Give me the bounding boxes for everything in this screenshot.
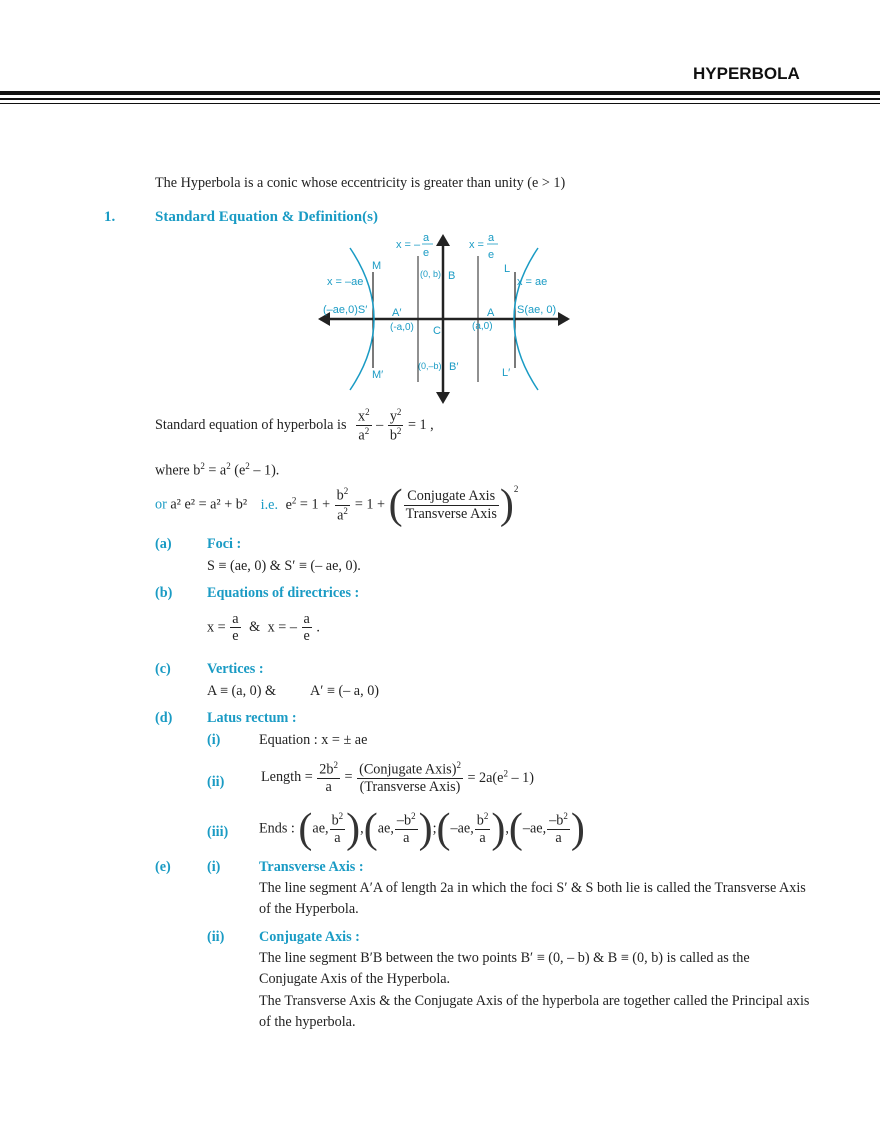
- hyperbola-figure: x = – a e x = a e M L x = –ae x = ae (0,…: [318, 232, 570, 404]
- hyperbola-right-branch: [513, 247, 539, 391]
- section-number: 1.: [104, 209, 116, 225]
- header-rule-2: [0, 98, 880, 100]
- standard-equation: Standard equation of hyperbola is x2 a2 …: [155, 407, 434, 444]
- intro-text: The Hyperbola is a conic whose eccentric…: [155, 175, 566, 191]
- label-B: B: [448, 270, 455, 282]
- y-axis-arrow-down: [436, 392, 450, 404]
- section-title: Standard Equation & Definition(s): [155, 209, 378, 225]
- header-rule-1: [0, 91, 880, 95]
- page-header-title: HYPERBOLA: [693, 64, 800, 83]
- item-d-marker: (d): [155, 710, 173, 726]
- item-e-ii-title: Conjugate Axis :: [259, 929, 360, 945]
- label-dir-left: x = –: [396, 239, 421, 251]
- label-dir-right-a: a: [488, 232, 495, 244]
- item-e-ii-text: The line segment B′B between the two poi…: [259, 950, 750, 987]
- label-B-coord: (0, b): [420, 269, 441, 279]
- label-M: M: [372, 260, 381, 272]
- item-a-text: S ≡ (ae, 0) & S′ ≡ (– ae, 0).: [207, 558, 361, 574]
- label-dir-right: x =: [469, 239, 484, 251]
- hyperbola-left-branch: [349, 247, 375, 391]
- label-M-prime: M′: [372, 369, 383, 381]
- label-A: A: [487, 307, 495, 319]
- item-e-ii-text2: The Transverse Axis & the Conjugate Axis…: [259, 993, 810, 1030]
- label-S: S(ae, 0): [517, 304, 556, 316]
- y-axis-arrow-up: [436, 234, 450, 246]
- x-axis-arrow-right: [558, 312, 570, 326]
- label-B-prime: B′: [449, 361, 458, 373]
- item-e-ii-marker: (ii): [207, 929, 225, 945]
- label-dir-right-e: e: [488, 249, 494, 261]
- label-A-prime-coord: (-a,0): [390, 322, 414, 333]
- item-d-i-text: Equation : x = ± ae: [259, 732, 368, 748]
- item-d-title: Latus rectum :: [207, 710, 297, 726]
- or-line: or a² e² = a² + b² i.e. e2 = 1 + b2 a2 =…: [155, 482, 519, 528]
- label-dir-left-a: a: [423, 232, 430, 244]
- item-a-marker: (a): [155, 536, 172, 552]
- label-S-prime: (–ae,0)S′: [323, 304, 367, 316]
- label-B-prime-coord: (0,–b): [418, 361, 442, 371]
- item-e-marker: (e): [155, 859, 171, 875]
- item-e-i-marker: (i): [207, 859, 221, 875]
- label-x-ae: x = ae: [517, 276, 547, 288]
- header-rule-3: [0, 103, 880, 104]
- item-c-text2: A′ ≡ (– a, 0): [310, 683, 380, 699]
- item-b-marker: (b): [155, 585, 173, 601]
- item-e-i-text: The line segment A′A of length 2a in whi…: [259, 880, 806, 917]
- label-dir-left-e: e: [423, 247, 429, 259]
- item-d-iii-marker: (iii): [207, 824, 229, 840]
- item-d-ii-marker: (ii): [207, 774, 225, 790]
- label-L-prime: L′: [502, 367, 510, 379]
- item-e-i-title: Transverse Axis :: [259, 859, 364, 875]
- label-x-neg-ae: x = –ae: [327, 276, 363, 288]
- label-C: C: [433, 325, 441, 337]
- x-axis-arrow-left: [318, 312, 330, 326]
- item-c-title: Vertices :: [207, 661, 264, 677]
- label-L: L: [504, 263, 510, 275]
- item-b-title: Equations of directrices :: [207, 585, 360, 601]
- item-c-marker: (c): [155, 661, 171, 677]
- item-c-text1: A ≡ (a, 0) &: [207, 683, 277, 699]
- label-A-prime: A′: [392, 307, 401, 319]
- item-a-title: Foci :: [207, 536, 242, 552]
- where-line: where b2 = a2 (e2 – 1).: [155, 461, 280, 479]
- label-A-coord: (a,0): [472, 321, 493, 332]
- item-d-i-marker: (i): [207, 732, 221, 748]
